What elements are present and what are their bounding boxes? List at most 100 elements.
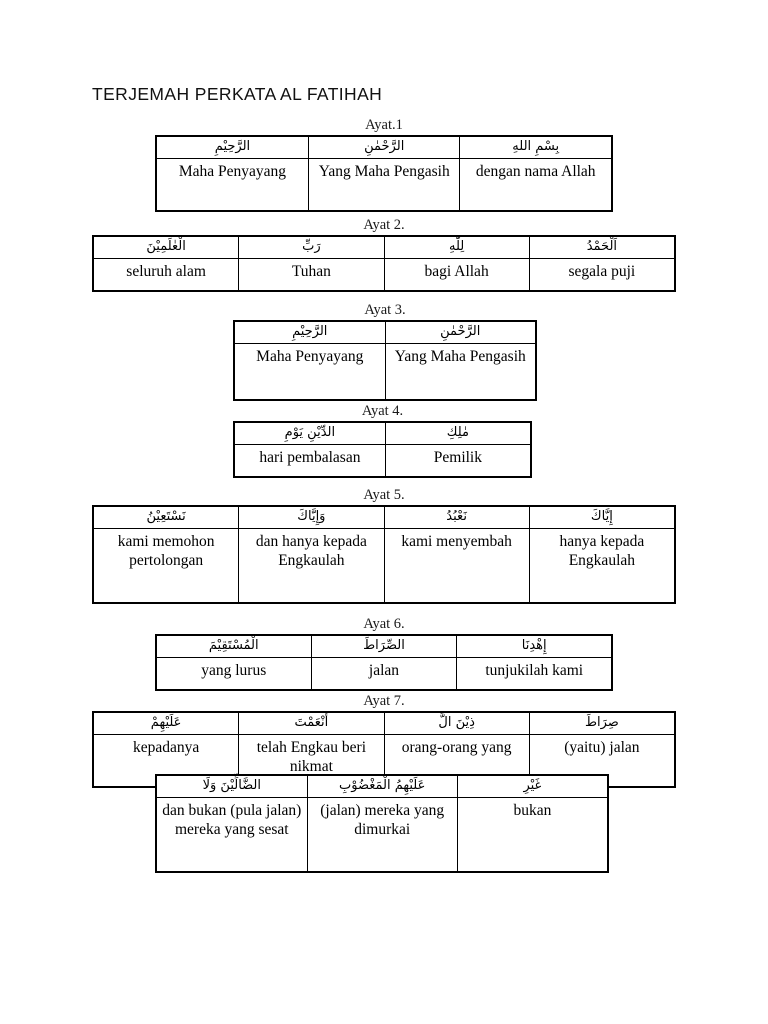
table-cell-arabic: الرَّحْمٰنِ	[384, 320, 536, 344]
table-cell-arabic: اَلْحَمْدُ	[528, 235, 676, 259]
table-cell-arabic: بِسْمِ اللهِ	[459, 135, 612, 159]
arabic-word: الْمُسْتَقِيْمَ	[208, 637, 259, 653]
table-cell-arabic: الرَّحْمٰنِ	[307, 135, 461, 159]
table-cell-translation: (jalan) mereka yang dimurkai	[306, 797, 458, 872]
table-cell-arabic: نَعْبُدُ	[383, 505, 530, 529]
ayat-label: Ayat.1	[365, 117, 403, 133]
arabic-word: اَلْحَمْدُ	[586, 238, 618, 254]
ayat-block-5: Ayat 5. نَسْتَعِيْنُ وَإِيَّاكَ نَعْبُدُ…	[92, 487, 676, 604]
arabic-word: الرَّحْمٰنِ	[440, 323, 481, 339]
table-cell-arabic: مٰلِكِ	[384, 421, 532, 445]
table-cell-translation: tunjukilah kami	[456, 656, 612, 690]
ayat-block-3: Ayat 3. الرَّحِيْمِ الرَّحْمٰنِ Maha Pen…	[233, 303, 537, 401]
arabic-word: الرَّحِيْمِ	[292, 323, 328, 339]
arabic-word: وَإِيَّاكَ	[297, 508, 326, 524]
arabic-word: صِرَاطَ	[584, 714, 619, 730]
translation-text: kami menyembah	[401, 532, 512, 550]
translation-text: bagi Allah	[424, 262, 489, 280]
ayat-block-7: Ayat 7. عَلَيْهِمْ أَنْعَمْتَ ذِيْنَ الَ…	[92, 694, 676, 788]
table-cell-translation: dan hanya kepada Engkaulah	[238, 527, 385, 603]
table-row-translation: kami memohon pertolongan dan hanya kepad…	[92, 527, 676, 603]
table-cell-arabic: رَبِّ	[238, 235, 385, 259]
table-cell-translation: Yang Maha Pengasih	[307, 157, 461, 211]
table-cell-translation: Tuhan	[238, 257, 385, 291]
ayat-block-2: Ayat 2. الْعٰلَمِيْنَ رَبِّ لِلّٰهِ اَلْ…	[92, 217, 676, 292]
translation-text: hari pembalasan	[259, 448, 361, 466]
arabic-word: الدِّيْنِ يَوْمِ	[284, 424, 336, 440]
translation-text: Maha Penyayang	[256, 347, 364, 365]
table-cell-translation: kami memohon pertolongan	[92, 527, 240, 603]
ayat-label: Ayat 5.	[363, 487, 405, 503]
table-cell-arabic: صِرَاطَ	[528, 711, 676, 735]
table-cell-arabic: إِهْدِنَا	[456, 634, 612, 658]
ayat-block-7-continued: الضَّالِّيْنَ وَلَا عَلَيْهِمُ الْمَغْضُ…	[155, 774, 609, 873]
table-row-translation: yang lurus jalan tunjukilah kami	[156, 656, 612, 690]
table-row-arabic: الدِّيْنِ يَوْمِ مٰلِكِ	[234, 421, 532, 445]
arabic-word: غَيْرِ	[523, 778, 542, 793]
table-cell-arabic: أَنْعَمْتَ	[238, 711, 385, 735]
translation-text: Yang Maha Pengasih	[394, 347, 526, 365]
table-cell-arabic: الرَّحِيْمِ	[156, 135, 309, 159]
table-cell-translation: kami menyembah	[383, 527, 530, 603]
ayat-block-1: Ayat.1 الرَّحِيْمِ الرَّحْمٰنِ بِسْمِ ال…	[155, 117, 613, 212]
arabic-word: الرَّحْمٰنِ	[364, 138, 405, 154]
arabic-word: الصِّرَاطَ	[363, 637, 405, 653]
translation-text: Pemilik	[433, 448, 482, 466]
translation-text: dan hanya kepada Engkaulah	[255, 532, 367, 569]
translation-text: jalan	[368, 661, 400, 679]
table-row-translation: Maha Penyayang Yang Maha Pengasih dengan…	[156, 157, 612, 211]
translation-text: tunjukilah kami	[485, 661, 584, 679]
table-row-arabic: نَسْتَعِيْنُ وَإِيَّاكَ نَعْبُدُ إِيَّاك…	[92, 505, 676, 529]
translation-text: kami memohon pertolongan	[117, 532, 215, 569]
arabic-word: الْعٰلَمِيْنَ	[146, 238, 186, 254]
ayat-table: الْمُسْتَقِيْمَ الصِّرَاطَ إِهْدِنَا yan…	[155, 633, 613, 691]
arabic-word: أَنْعَمْتَ	[294, 714, 329, 730]
ayat-block-4: Ayat 4. الدِّيْنِ يَوْمِ مٰلِكِ hari pem…	[233, 403, 532, 478]
table-cell-arabic: عَلَيْهِمْ	[92, 711, 240, 735]
table-cell-translation: dengan nama Allah	[459, 157, 612, 211]
translation-text: bukan	[513, 802, 552, 819]
table-cell-arabic: نَسْتَعِيْنُ	[92, 505, 240, 529]
table-cell-translation: Maha Penyayang	[156, 157, 309, 211]
table-row-arabic: الْعٰلَمِيْنَ رَبِّ لِلّٰهِ اَلْحَمْدُ	[92, 235, 676, 259]
table-cell-arabic: الرَّحِيْمِ	[234, 320, 386, 344]
arabic-word: إِهْدِنَا	[521, 637, 547, 653]
table-row-arabic: الضَّالِّيْنَ وَلَا عَلَيْهِمُ الْمَغْضُ…	[156, 775, 609, 798]
table-row-arabic: عَلَيْهِمْ أَنْعَمْتَ ذِيْنَ الَّ صِرَاط…	[92, 711, 676, 735]
arabic-word: نَسْتَعِيْنُ	[146, 508, 186, 524]
translation-text: dengan nama Allah	[475, 162, 596, 180]
arabic-word: عَلَيْهِمْ	[150, 714, 182, 730]
translation-text: segala puji	[568, 262, 636, 280]
table-cell-arabic: إِيَّاكَ	[528, 505, 676, 529]
ayat-label: Ayat 6.	[363, 616, 405, 632]
translation-text: orang-orang yang	[401, 738, 512, 756]
translation-text: telah Engkau beri nikmat	[256, 738, 367, 775]
table-cell-arabic: الدِّيْنِ يَوْمِ	[234, 421, 386, 445]
ayat-table: الضَّالِّيْنَ وَلَا عَلَيْهِمُ الْمَغْضُ…	[155, 774, 609, 873]
table-row-translation: dan bukan (pula jalan) mereka yang sesat…	[156, 797, 609, 872]
table-cell-translation: Pemilik	[384, 443, 532, 477]
ayat-table: الْعٰلَمِيْنَ رَبِّ لِلّٰهِ اَلْحَمْدُ s…	[92, 234, 676, 292]
translation-text: seluruh alam	[126, 262, 206, 280]
table-cell-translation: seluruh alam	[92, 257, 240, 291]
table-cell-arabic: لِلّٰهِ	[383, 235, 530, 259]
table-cell-arabic: وَإِيَّاكَ	[238, 505, 385, 529]
arabic-word: رَبِّ	[302, 238, 321, 254]
page-title: TERJEMAH PERKATA AL FATIHAH	[92, 84, 383, 104]
arabic-word: مٰلِكِ	[446, 424, 469, 440]
ayat-table: الدِّيْنِ يَوْمِ مٰلِكِ hari pembalasan …	[233, 420, 532, 478]
table-cell-translation: Maha Penyayang	[234, 342, 386, 400]
table-cell-arabic: الْعٰلَمِيْنَ	[92, 235, 240, 259]
ayat-label: Ayat 4.	[361, 403, 404, 419]
translation-text: kepadanya	[132, 738, 200, 756]
table-cell-translation: yang lurus	[156, 656, 312, 690]
table-row-arabic: الْمُسْتَقِيْمَ الصِّرَاطَ إِهْدِنَا	[156, 634, 612, 658]
arabic-word: إِيَّاكَ	[590, 508, 613, 524]
table-cell-translation: dan bukan (pula jalan) mereka yang sesat	[156, 797, 308, 872]
table-row-translation: hari pembalasan Pemilik	[234, 443, 532, 477]
ayat-label: Ayat 2.	[363, 217, 405, 233]
translation-text: (jalan) mereka yang dimurkai	[320, 802, 445, 838]
arabic-word: الضَّالِّيْنَ وَلَا	[202, 778, 262, 793]
table-cell-translation: segala puji	[528, 257, 676, 291]
table-cell-translation: hari pembalasan	[234, 443, 386, 477]
